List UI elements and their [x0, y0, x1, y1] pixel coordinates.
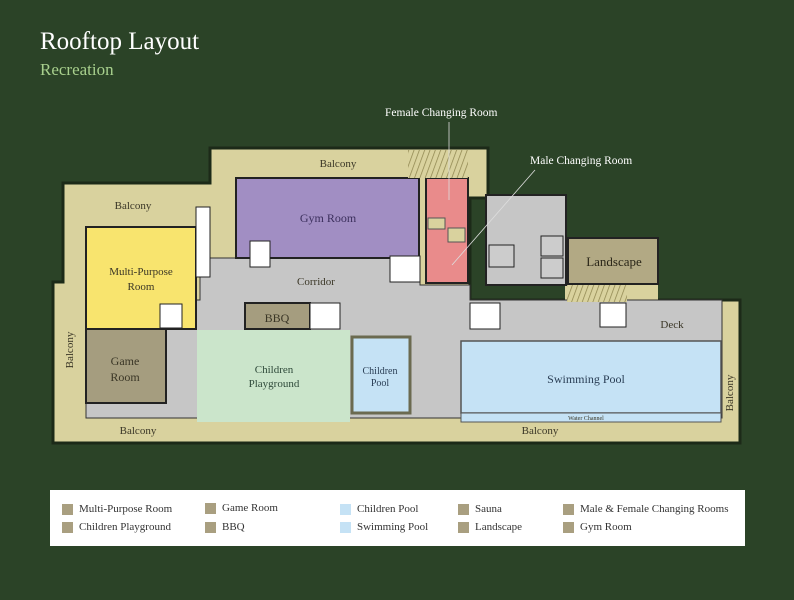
legend-label: Children Playground: [79, 521, 171, 533]
label-bbq: BBQ: [265, 311, 290, 325]
label-gym-room: Gym Room: [300, 211, 357, 225]
page-subtitle: Recreation: [40, 60, 114, 79]
children-pool: [350, 335, 412, 415]
legend-swatch: [205, 521, 216, 533]
sauna-1: [427, 217, 446, 230]
legend-label: Landscape: [475, 521, 523, 533]
label-balcony-bottom-right: Balcony: [522, 425, 559, 437]
lift-lobby-1: [249, 240, 271, 268]
label-balcony-left: Balcony: [64, 331, 76, 368]
label-landscape: Landscape: [586, 254, 642, 269]
lift-2: [540, 257, 564, 279]
legend-label: Game Room: [222, 502, 278, 514]
legend-item: Game Room: [205, 502, 278, 514]
legend-label: Swimming Pool: [357, 521, 429, 533]
legend-item: BBQ: [205, 521, 245, 533]
lift-bomba: [488, 244, 515, 268]
legend-label: BBQ: [222, 521, 245, 533]
label-playground-1: Children: [255, 364, 294, 376]
page-title: Rooftop Layout: [40, 28, 200, 55]
legend-item: Children Pool: [340, 503, 418, 515]
lift-lobby-6: [599, 302, 627, 328]
legend-swatch: [62, 503, 73, 515]
legend-item: Gym Room: [563, 521, 632, 533]
lift-lobby-5: [469, 302, 501, 330]
hatched-entry-top: [408, 150, 468, 178]
callout-female-changing-room: Female Changing Room: [385, 107, 498, 119]
label-balcony-right: Balcony: [724, 374, 736, 411]
sauna-2: [447, 227, 466, 243]
legend-swatch: [205, 502, 216, 514]
legend-item: Swimming Pool: [340, 521, 428, 533]
legend-label: Male & Female Changing Rooms: [580, 503, 729, 515]
callout-male-changing-room: Male Changing Room: [530, 155, 633, 167]
label-game-1: Game: [111, 354, 140, 368]
stairs-left: [195, 206, 211, 278]
children-playground: [197, 330, 350, 422]
hatched-entry-landscape: [567, 284, 627, 302]
legend-swatch: [563, 521, 574, 533]
legend-item: Landscape: [458, 521, 522, 533]
bbq-area: [244, 302, 311, 330]
legend-item: Multi-Purpose Room: [62, 503, 172, 515]
lift-lobby-2: [389, 255, 421, 283]
label-deck: Deck: [660, 319, 684, 331]
label-balcony-top: Balcony: [320, 158, 357, 170]
legend: Multi-Purpose Room Children Playground G…: [50, 490, 745, 546]
lift-lobby-3: [159, 303, 183, 329]
label-balcony-bottom-left: Balcony: [120, 425, 157, 437]
legend-label: Children Pool: [357, 503, 419, 515]
legend-item: Children Playground: [62, 521, 171, 533]
water-channel: [460, 412, 722, 423]
label-playground-2: Playground: [249, 378, 300, 390]
lift-lobby-4: [309, 302, 341, 330]
legend-swatch: [563, 503, 574, 515]
legend-swatch: [458, 521, 469, 533]
legend-item: Sauna: [458, 503, 502, 515]
legend-swatch: [458, 503, 469, 515]
landscape: [567, 237, 659, 285]
label-multipurpose-2: Room: [128, 281, 155, 293]
label-balcony-left-top: Balcony: [115, 200, 152, 212]
legend-label: Multi-Purpose Room: [79, 503, 173, 515]
label-water-channel: Water Channel: [568, 416, 604, 422]
legend-swatch: [340, 503, 351, 515]
label-swimming-pool: Swimming Pool: [547, 372, 625, 386]
label-game-2: Room: [110, 370, 140, 384]
label-corridor: Corridor: [297, 276, 335, 288]
label-children-pool-1: Children: [363, 366, 398, 377]
legend-label: Sauna: [475, 503, 502, 515]
legend-label: Gym Room: [580, 521, 632, 533]
legend-swatch: [340, 521, 351, 533]
lift-1: [540, 235, 564, 257]
label-multipurpose-1: Multi-Purpose: [109, 266, 173, 278]
swimming-pool: [460, 340, 722, 414]
legend-item: Male & Female Changing Rooms: [563, 503, 728, 515]
legend-swatch: [62, 521, 73, 533]
game-room: [85, 328, 167, 404]
label-children-pool-2: Pool: [371, 378, 390, 389]
male-callout-line: [451, 169, 536, 266]
